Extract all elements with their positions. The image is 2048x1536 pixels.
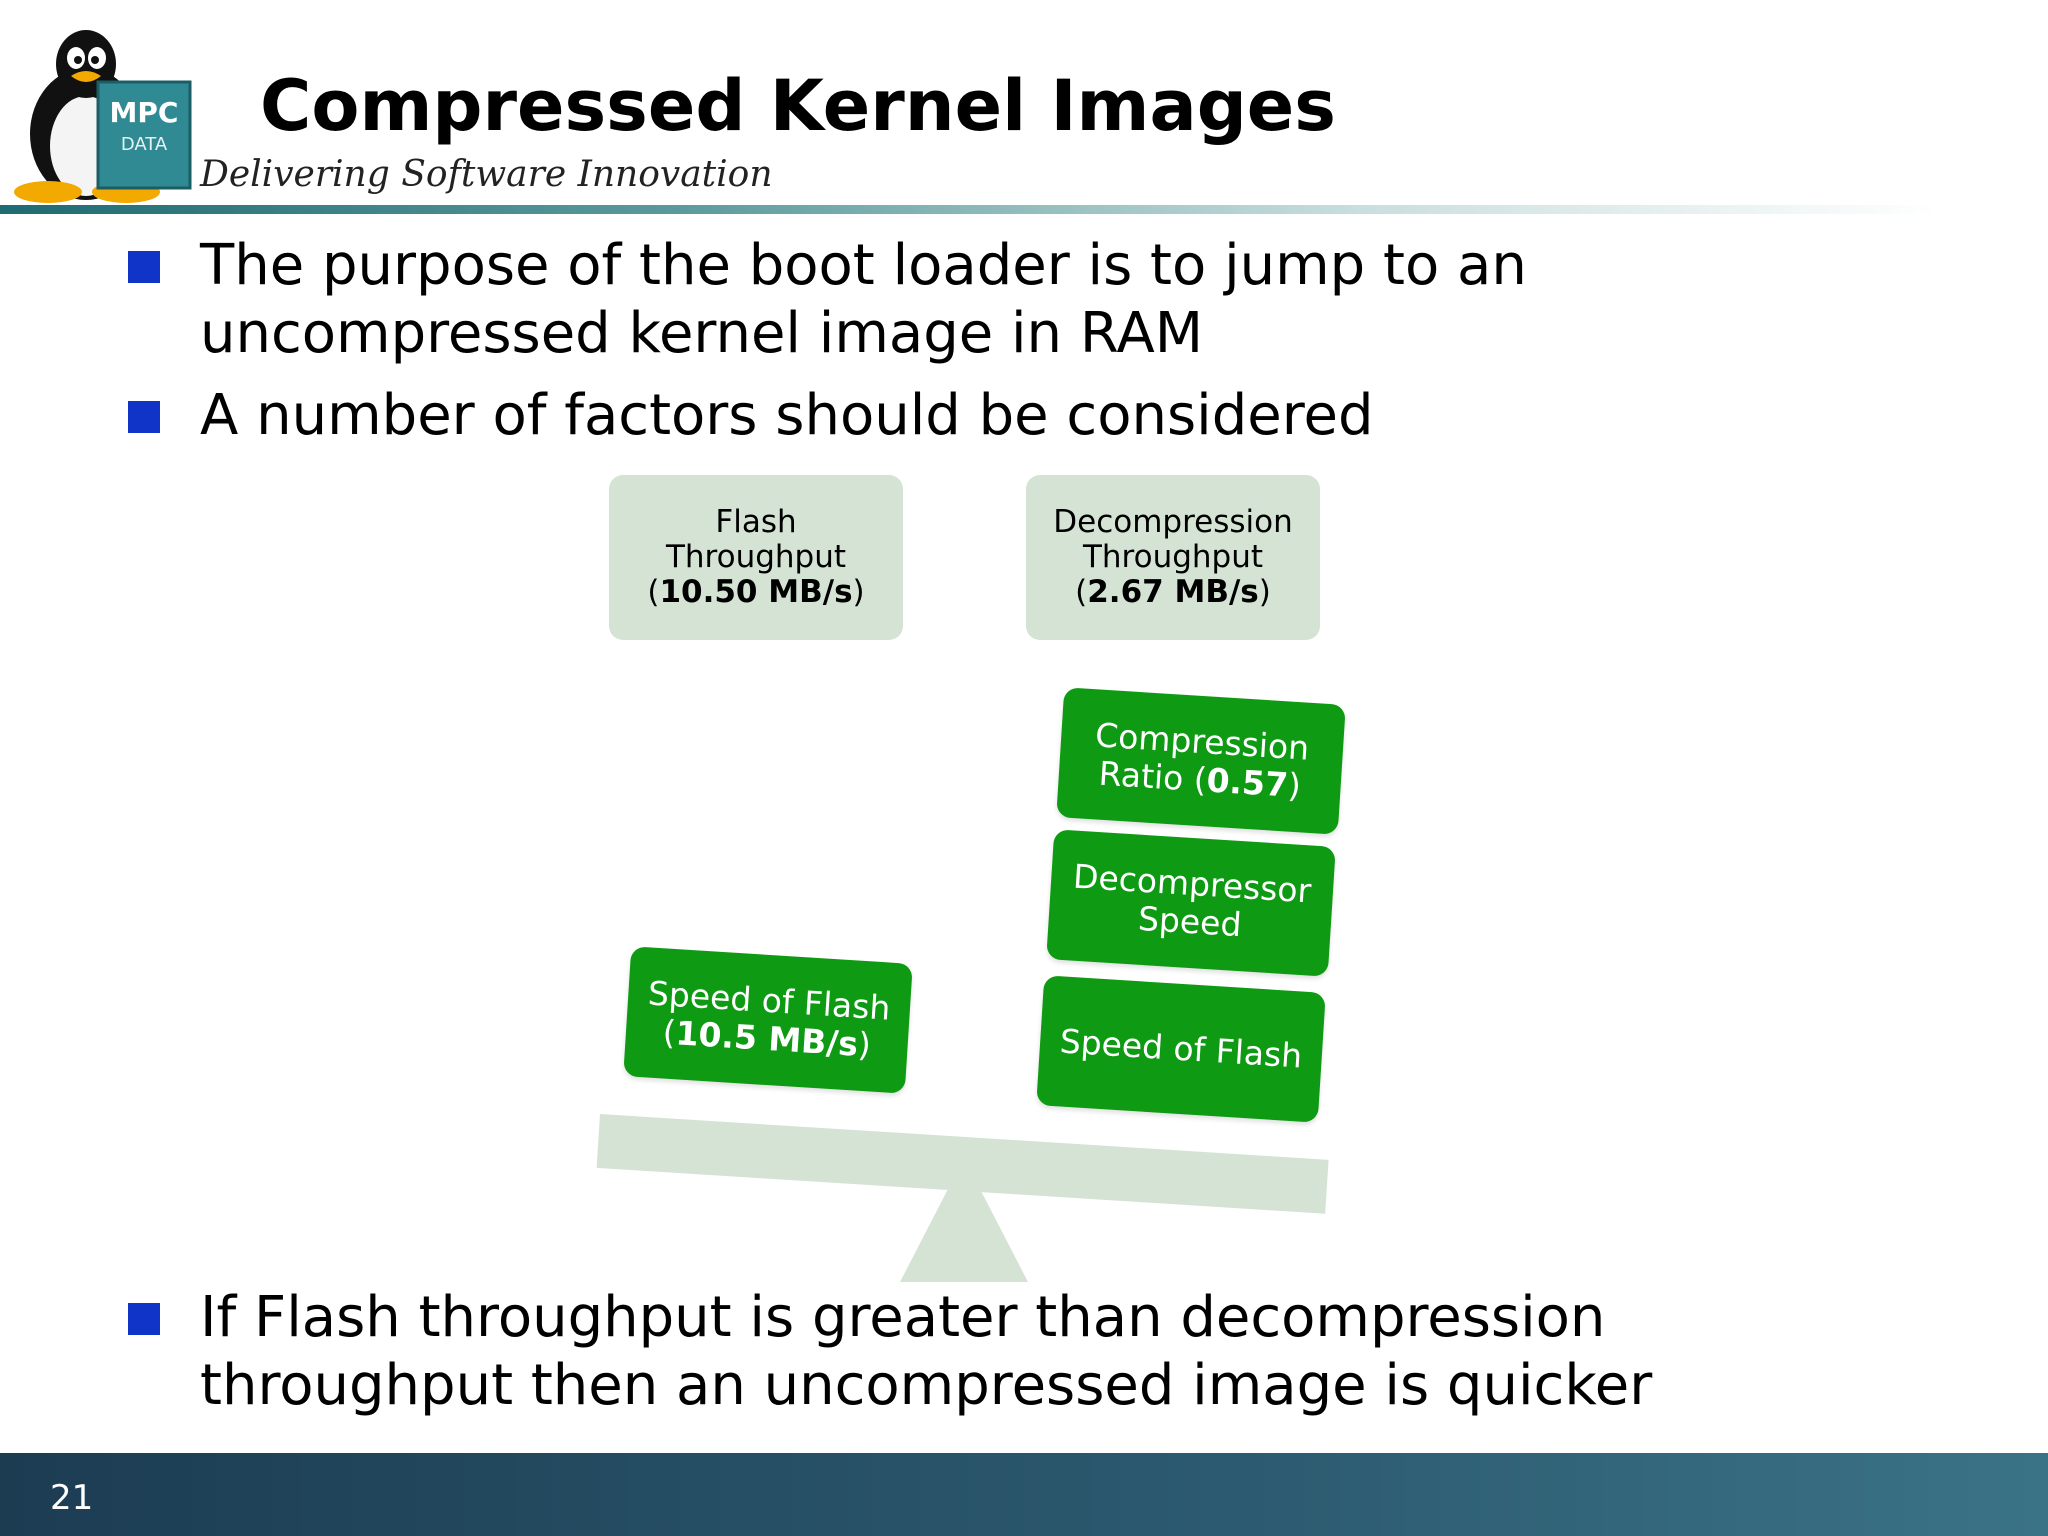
mpc-data-penguin-logo: MPC DATA <box>14 30 192 203</box>
bullet-text-3: If Flash throughput is greater than deco… <box>200 1284 1652 1420</box>
bullet-text-2: A number of factors should be considered <box>200 382 1373 450</box>
compression-ratio-value: 0.57 <box>1205 760 1290 805</box>
compression-ratio-box: Compression Ratio (0.57) <box>1056 687 1346 835</box>
flash-throughput-value: 10.50 MB/s <box>659 574 853 610</box>
left-speed-of-flash-box: Speed of Flash (10.5 MB/s) <box>623 946 913 1094</box>
flash-throughput-value-line: (10.50 MB/s) <box>647 574 865 610</box>
bullet-marker-3 <box>128 1303 160 1335</box>
flash-throughput-line-1: Flash <box>715 504 797 540</box>
decompressor-speed-line-2: Speed <box>1136 898 1243 945</box>
right-speed-of-flash-line-1: Speed of Flash <box>1058 1021 1304 1076</box>
footer-bar <box>0 1453 2048 1536</box>
bullet-1-line-2: uncompressed kernel image in RAM <box>200 301 1204 366</box>
decompressor-speed-box: Decompressor Speed <box>1046 829 1336 977</box>
decompression-throughput-line-1: Decompression <box>1053 504 1293 540</box>
flash-throughput-box: Flash Throughput (10.50 MB/s) <box>609 475 903 640</box>
header-divider <box>0 205 1940 214</box>
decompression-throughput-value-line: (2.67 MB/s) <box>1075 574 1271 610</box>
bullet-2-line-1: A number of factors should be considered <box>200 383 1374 448</box>
bullet-marker-2 <box>128 401 160 433</box>
bullet-3-line-1: If Flash throughput is greater than deco… <box>200 1285 1606 1350</box>
logo-text-data: DATA <box>121 134 168 155</box>
flash-throughput-line-2: Throughput <box>665 539 847 575</box>
decompression-throughput-line-2: Throughput <box>1082 539 1264 575</box>
balance-fulcrum <box>900 1158 1028 1282</box>
right-speed-of-flash-box: Speed of Flash <box>1036 975 1326 1123</box>
compression-ratio-label: Ratio <box>1097 753 1185 798</box>
bullet-marker-1 <box>128 251 160 283</box>
slide-title: Compressed Kernel Images <box>260 65 1336 147</box>
page-number: 21 <box>50 1478 94 1518</box>
logo-text-mpc: MPC <box>110 96 179 129</box>
decompression-throughput-value: 2.67 MB/s <box>1087 574 1259 610</box>
bullet-text-1: The purpose of the boot loader is to jum… <box>200 232 1527 368</box>
bullet-3-line-2: throughput then an uncompressed image is… <box>200 1353 1653 1418</box>
company-tagline: Delivering Software Innovation <box>200 154 773 195</box>
decompression-throughput-box: Decompression Throughput (2.67 MB/s) <box>1026 475 1320 640</box>
bullet-1-line-1: The purpose of the boot loader is to jum… <box>200 233 1527 298</box>
